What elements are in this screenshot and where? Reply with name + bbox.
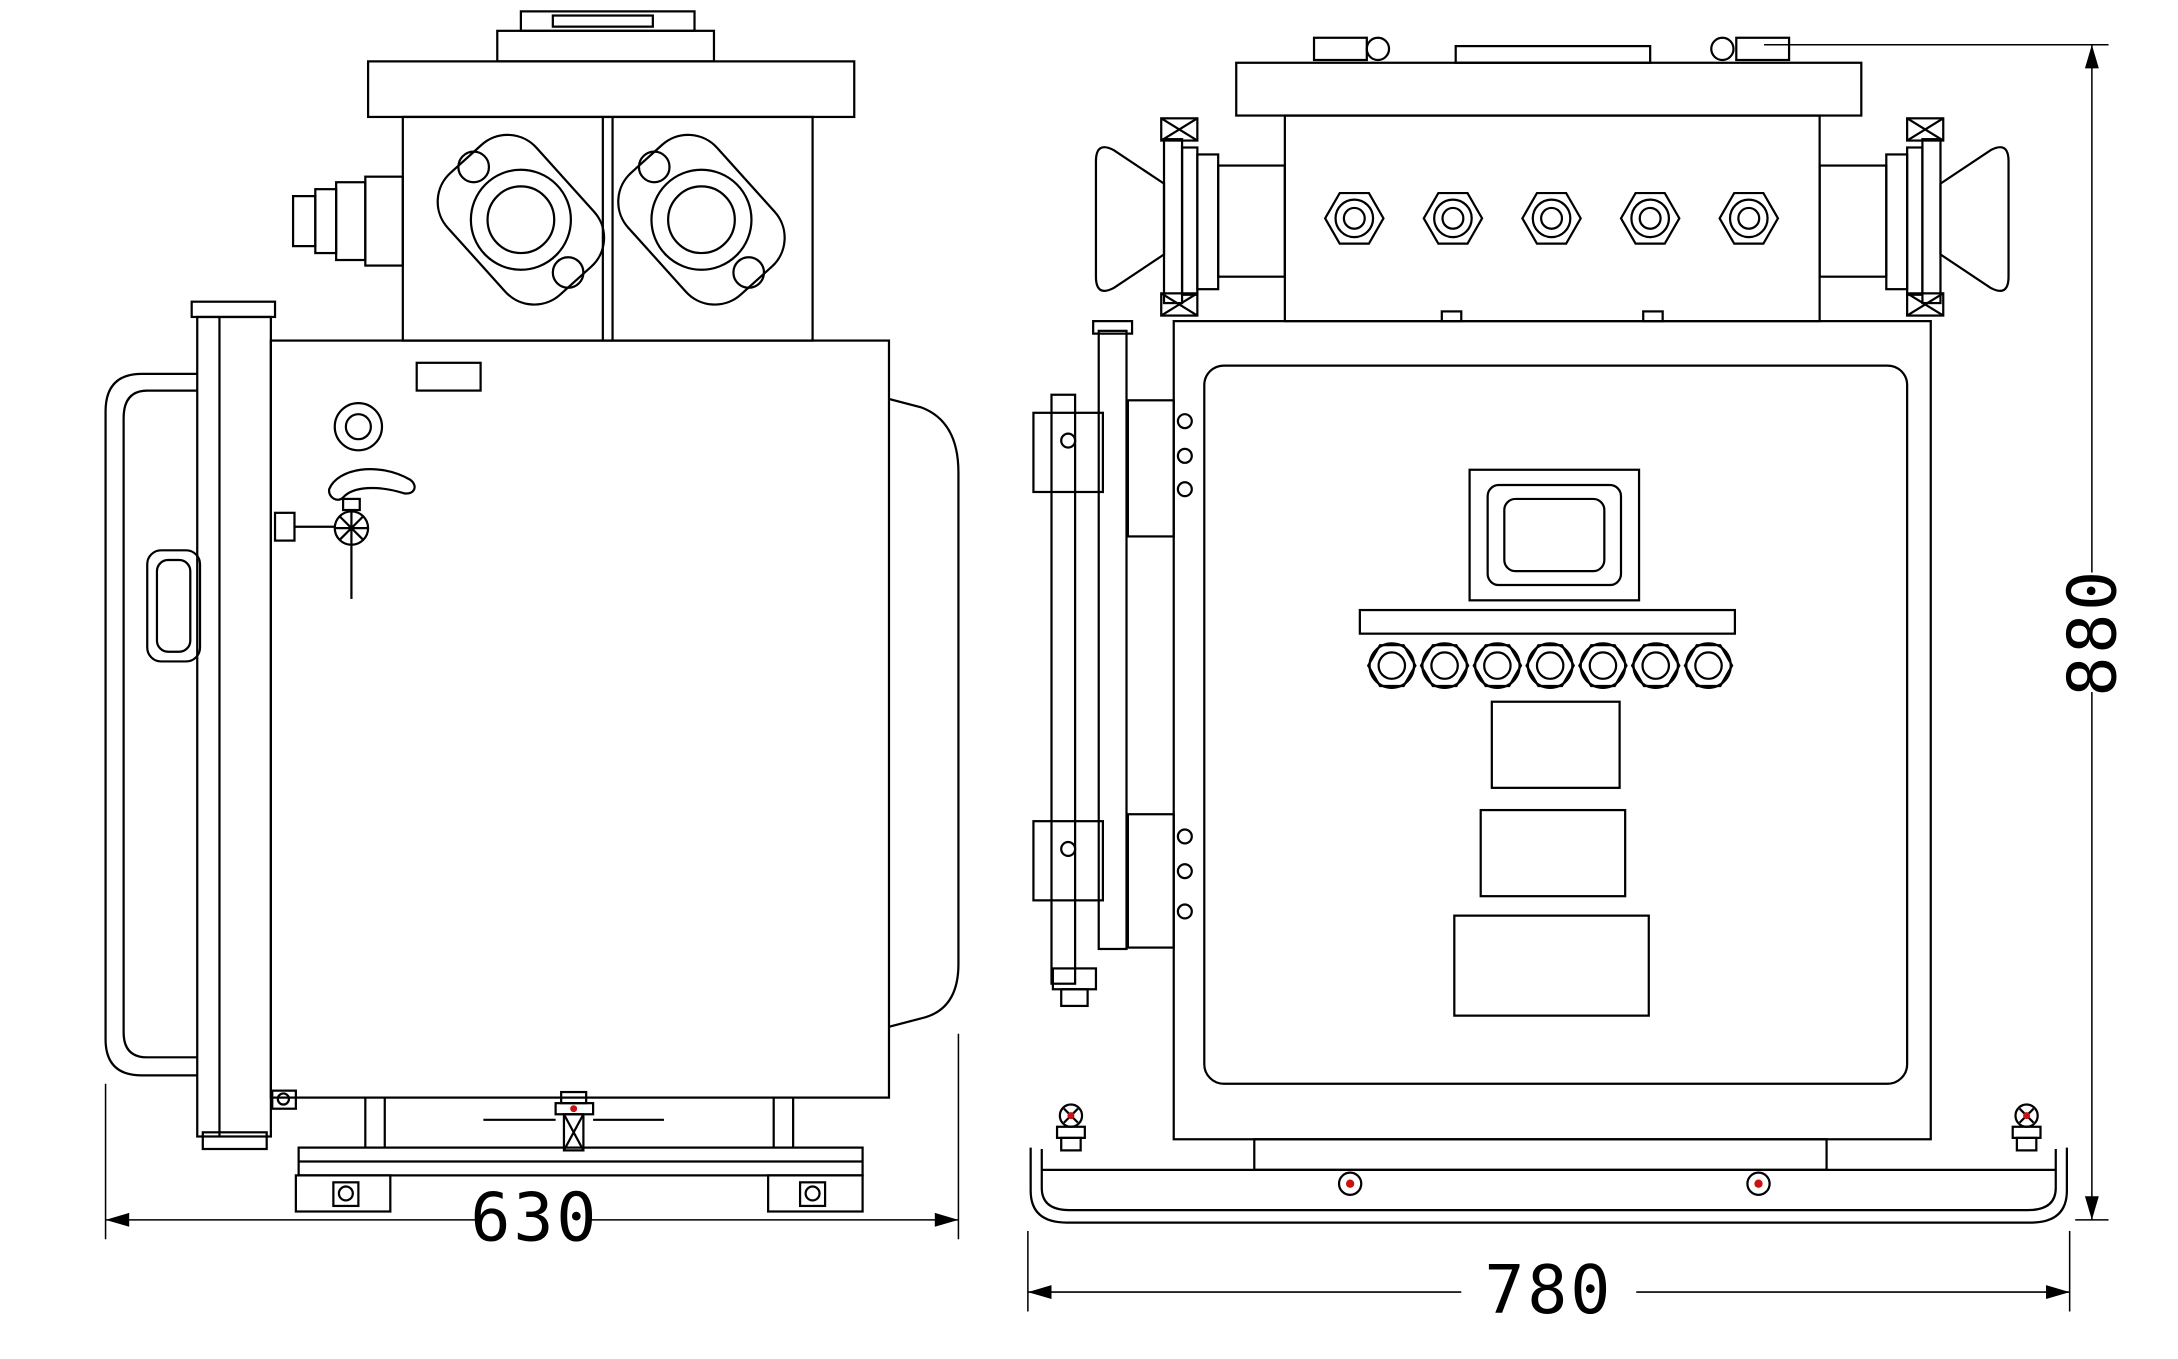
name-plate — [415, 361, 482, 392]
base-plate — [1253, 1138, 1828, 1171]
top-flange — [1235, 61, 1863, 117]
left-cable-horn — [1094, 117, 1286, 317]
dimension-label-780: 780 — [1484, 1251, 1613, 1329]
side-cable-entry — [291, 175, 404, 267]
horn-bell — [1094, 146, 1166, 292]
foot-left — [294, 1174, 392, 1213]
lifting-lug — [1312, 36, 1368, 62]
side-valve — [273, 497, 370, 599]
lifting-lug — [1735, 36, 1791, 62]
horn-bell — [1939, 146, 2010, 292]
hinge-column — [196, 315, 272, 1138]
right-cable-horn — [1818, 117, 2010, 317]
front-dimension-height: 880 — [1764, 43, 2131, 1221]
display-window — [1468, 468, 1641, 602]
door-panel — [104, 372, 198, 1077]
door-recess — [146, 549, 202, 663]
lifting-lug — [519, 10, 696, 32]
panel-plate-1 — [1490, 700, 1621, 789]
cabinet-outline — [269, 339, 891, 1099]
panel-plate-3 — [1453, 914, 1650, 1017]
front-dimension-width: 780 — [1027, 1230, 2071, 1329]
side-top-terminal-box — [291, 10, 856, 342]
side-cabinet — [269, 339, 960, 1099]
indicator-row — [1367, 642, 1734, 689]
indicator-bar — [1358, 608, 1737, 635]
foot-right — [767, 1174, 864, 1213]
front-door — [1203, 364, 1909, 1085]
side-base — [271, 1089, 864, 1213]
front-base-skid — [1029, 1103, 2068, 1224]
hinge-bar-long — [1097, 329, 1128, 951]
door-handle — [328, 468, 416, 501]
front-view: 780 880 — [1027, 36, 2131, 1329]
skid-outline — [1029, 1147, 2068, 1224]
hinge-block-upper — [1032, 411, 1105, 494]
hinge-block-lower — [1032, 820, 1105, 902]
side-view: 630 — [104, 10, 960, 1257]
front-cabinet — [1172, 320, 1932, 1141]
side-door — [104, 300, 277, 1151]
top-flange — [366, 60, 856, 119]
dimension-label-630: 630 — [470, 1179, 599, 1257]
panel-plate-2 — [1479, 808, 1627, 898]
side-dimension-width: 630 — [104, 1033, 960, 1257]
front-top-terminal-box — [1235, 36, 1863, 323]
front-hinge-assembly — [1032, 320, 1193, 1008]
dimension-label-880: 880 — [2053, 568, 2131, 697]
center-clamp-bolt — [483, 1090, 664, 1152]
hinge-bracket-upper — [1126, 399, 1175, 538]
hinge-bar-short — [1050, 393, 1077, 985]
side-bulge — [888, 397, 960, 1028]
hinge-bracket-lower — [1126, 813, 1175, 949]
